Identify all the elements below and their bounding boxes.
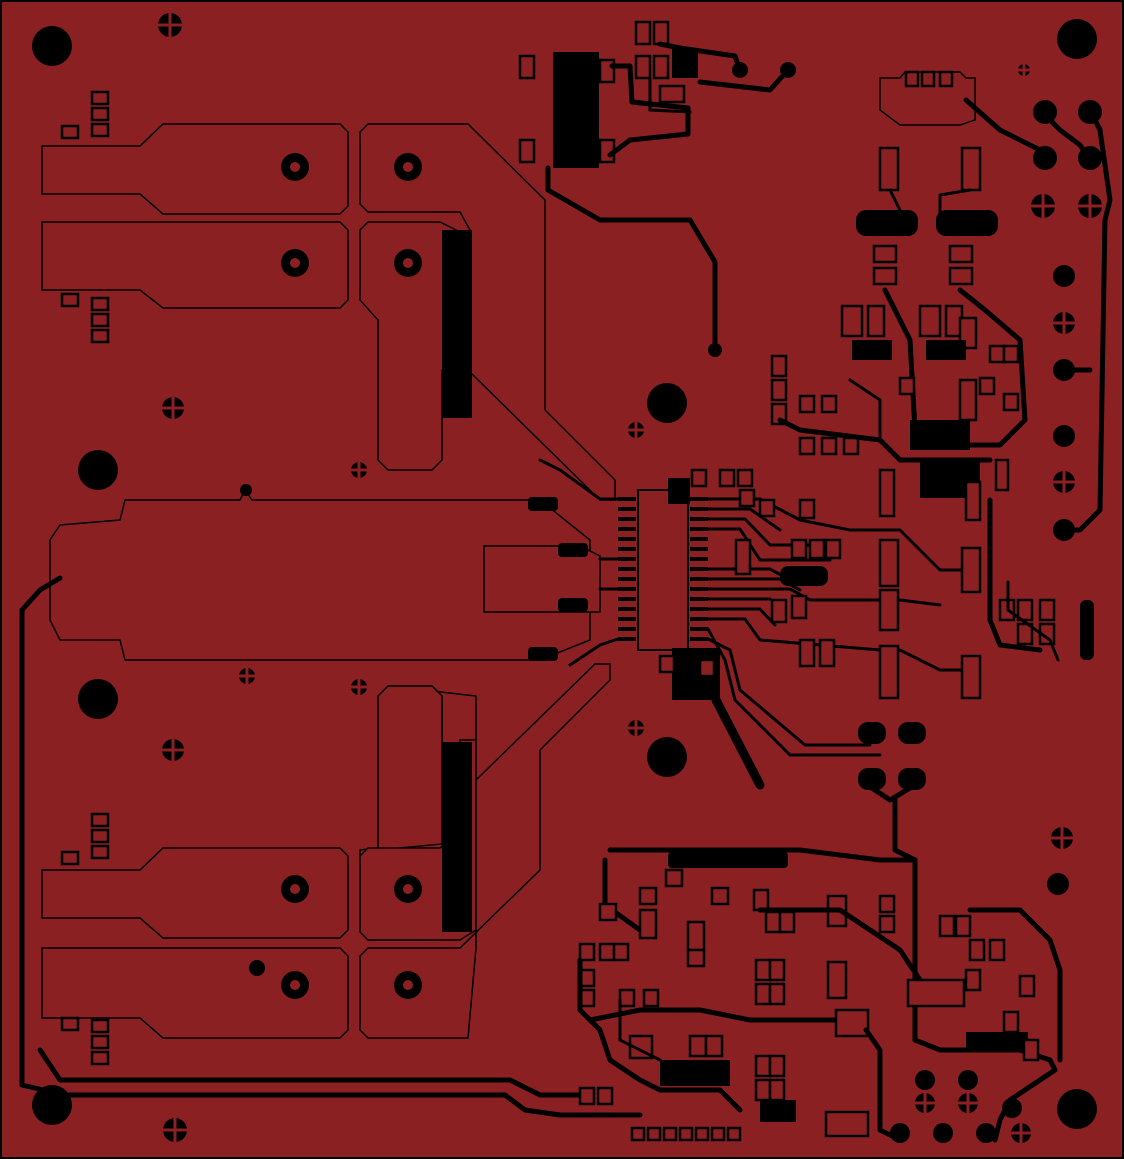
thermal-via-icon: [1051, 827, 1073, 849]
thermal-via-icon: [1053, 312, 1075, 334]
center-bus: [19, 484, 643, 1118]
thermal-via-icon: [162, 739, 184, 761]
terminal-pad: [41, 847, 349, 939]
thermal-via-icon: [239, 668, 255, 684]
mounting-hole-icon: [32, 26, 72, 66]
right-mid-components: [770, 458, 1094, 700]
thermal-via-icon: [1031, 194, 1055, 218]
mounting-hole-icon: [647, 737, 687, 777]
thermal-via-icon: [1078, 194, 1102, 218]
thermal-via-icon: [628, 720, 644, 736]
mounting-hole-icon: [1057, 1089, 1097, 1129]
bottom-right-components: [890, 873, 1069, 1143]
thermal-via-icon: [628, 422, 644, 438]
terminal-pad: [41, 221, 349, 309]
thermal-via-icon: [1018, 64, 1030, 76]
thermal-via-icon: [1053, 471, 1075, 493]
ic-pins-right: [690, 497, 708, 641]
thermal-via-icon: [915, 1093, 935, 1113]
top-center-components: [518, 20, 796, 357]
central-ic: [538, 458, 972, 790]
terminal-pad: [377, 685, 443, 851]
thermal-via-icon: [1011, 1123, 1031, 1143]
mounting-hole-icon: [647, 383, 687, 423]
power-terminals-center: [359, 123, 616, 1039]
smd-pads-left: [60, 90, 110, 1066]
thermal-via-icon: [163, 1118, 187, 1142]
terminal-pad: [41, 123, 349, 215]
terminal-pad: [41, 947, 349, 1039]
right-upper-circuitry: [770, 70, 1113, 541]
mounting-hole-icon: [1057, 19, 1097, 59]
terminal-pad: [359, 663, 611, 1039]
thermal-via-icon: [351, 462, 367, 478]
thermal-via-icon: [158, 13, 182, 37]
terminal-pad: [359, 123, 616, 501]
thermal-via-icon: [958, 1093, 978, 1113]
mounting-hole-icon: [78, 679, 118, 719]
thermal-via-icon: [351, 679, 367, 695]
thermal-via-icon: [162, 397, 184, 419]
ic-pins-left: [618, 497, 636, 641]
mounting-hole-icon: [78, 450, 118, 490]
power-terminals-left: [41, 123, 349, 1039]
